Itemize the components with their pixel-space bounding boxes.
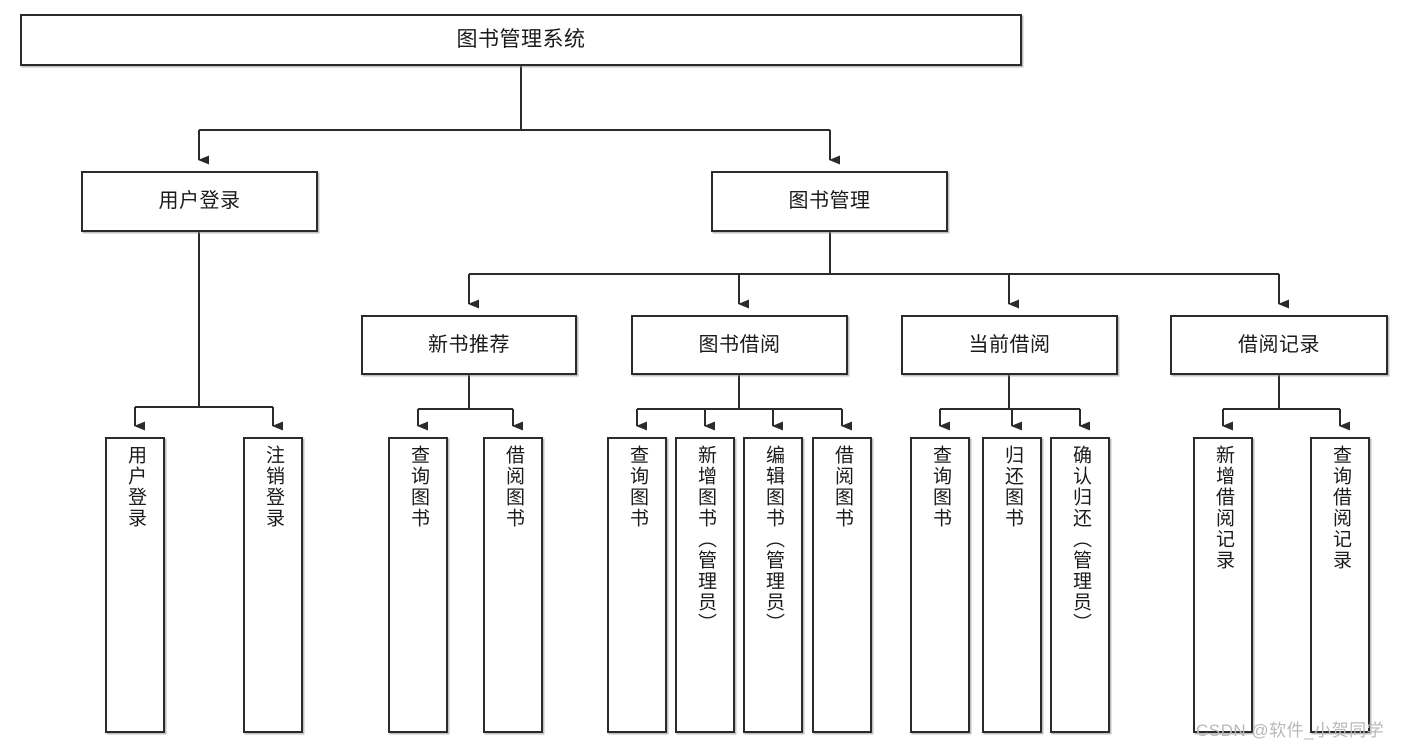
node-leaf-current-return-book[interactable]: 归还图书 [982,437,1042,733]
node-leaf-current-confirm-return-label: 确认归还（管理员） [1069,445,1091,634]
node-leaf-user-logout[interactable]: 注销登录 [243,437,303,733]
node-leaf-borrow-add-book-label: 新增图书（管理员） [694,445,716,634]
node-leaf-record-add-label: 新增借阅记录 [1212,445,1234,571]
node-leaf-borrow-edit-book-label: 编辑图书（管理员） [762,445,784,634]
node-current-borrow-label: 当前借阅 [968,333,1051,356]
node-new-book-recommend-label: 新书推荐 [428,333,510,356]
node-leaf-rec-borrow-book-label: 借阅图书 [502,445,524,529]
node-leaf-borrow-query-book-label: 查询图书 [626,445,648,529]
node-leaf-current-confirm-return[interactable]: 确认归还（管理员） [1050,437,1110,733]
node-leaf-rec-borrow-book[interactable]: 借阅图书 [483,437,543,733]
node-book-management[interactable]: 图书管理 [711,171,948,232]
node-leaf-borrow-lend-book-label: 借阅图书 [831,445,853,529]
node-new-book-recommend[interactable]: 新书推荐 [361,315,577,375]
node-leaf-record-add[interactable]: 新增借阅记录 [1193,437,1253,733]
node-root-label: 图书管理系统 [456,27,586,51]
node-leaf-current-query-book-label: 查询图书 [929,445,951,529]
node-leaf-borrow-edit-book[interactable]: 编辑图书（管理员） [743,437,803,733]
node-leaf-borrow-lend-book[interactable]: 借阅图书 [812,437,872,733]
node-leaf-borrow-add-book[interactable]: 新增图书（管理员） [675,437,735,733]
node-borrow-record-label: 借阅记录 [1238,333,1320,356]
node-book-borrow[interactable]: 图书借阅 [631,315,848,375]
node-user-login[interactable]: 用户登录 [81,171,318,232]
node-root[interactable]: 图书管理系统 [20,14,1022,66]
node-leaf-rec-query-book-label: 查询图书 [407,445,429,529]
node-current-borrow[interactable]: 当前借阅 [901,315,1118,375]
node-leaf-record-query-label: 查询借阅记录 [1329,445,1351,571]
node-leaf-user-login-label: 用户登录 [124,445,146,529]
node-leaf-user-logout-label: 注销登录 [262,445,284,529]
node-leaf-user-login[interactable]: 用户登录 [105,437,165,733]
node-book-management-label: 图书管理 [788,190,871,212]
node-leaf-current-return-book-label: 归还图书 [1001,445,1023,529]
node-leaf-record-query[interactable]: 查询借阅记录 [1310,437,1370,733]
node-leaf-current-query-book[interactable]: 查询图书 [910,437,970,733]
node-user-login-label: 用户登录 [158,190,241,212]
node-leaf-rec-query-book[interactable]: 查询图书 [388,437,448,733]
node-leaf-borrow-query-book[interactable]: 查询图书 [607,437,667,733]
node-book-borrow-label: 图书借阅 [698,333,781,356]
node-borrow-record[interactable]: 借阅记录 [1170,315,1388,375]
